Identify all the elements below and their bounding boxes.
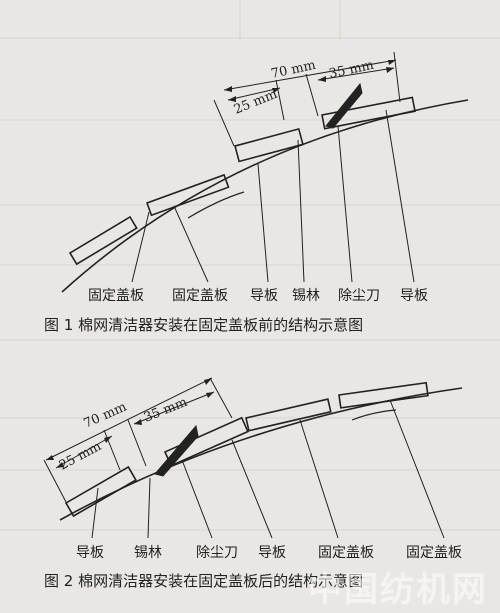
watermark: 中国纺机网: [308, 570, 488, 610]
guide-plate: [64, 465, 137, 518]
label-fixed-cover-plate: 固定盖板: [406, 545, 462, 561]
label-cylinder: 锡林: [292, 288, 320, 304]
label-cylinder: 锡林: [134, 545, 162, 561]
label-fixed-cover-plate: 固定盖板: [88, 288, 144, 304]
guide-plate: [321, 96, 416, 130]
guide-plate: [234, 127, 304, 163]
fixed-cover-plate: [68, 215, 138, 266]
dust-removal-knife: [154, 424, 199, 477]
cylinder-arc: [59, 387, 463, 521]
label-dust-knife: 除尘刀: [338, 288, 380, 304]
dimension-25mm: 25 mm: [57, 439, 104, 474]
label-dust-knife: 除尘刀: [196, 545, 238, 561]
dust-removal-knife: [325, 82, 363, 129]
label-fixed-cover-plate: 固定盖板: [318, 545, 374, 561]
figure-1-caption: 图 1 棉网清洁器安装在固定盖板前的结构示意图: [44, 316, 363, 334]
label-guide-plate: 导板: [250, 288, 278, 304]
guide-plate: [163, 416, 249, 467]
label-guide-plate: 导板: [258, 545, 286, 561]
label-fixed-cover-plate: 固定盖板: [172, 288, 228, 304]
fixed-cover-plate: [338, 381, 429, 409]
label-guide-plate: 导板: [76, 545, 104, 561]
label-guide-plate: 导板: [400, 288, 428, 304]
figure-2-caption: 图 2 棉网清洁器安装在固定盖板后的结构示意图: [44, 572, 363, 590]
dimension-70mm: 70 mm: [82, 400, 130, 432]
dimension-35mm: 35 mm: [142, 395, 190, 426]
rotation-arrow-arc: [351, 409, 397, 421]
rotation-arrow-arc: [187, 191, 245, 219]
fixed-cover-plate: [145, 173, 230, 217]
fixed-cover-plate: [245, 398, 332, 432]
